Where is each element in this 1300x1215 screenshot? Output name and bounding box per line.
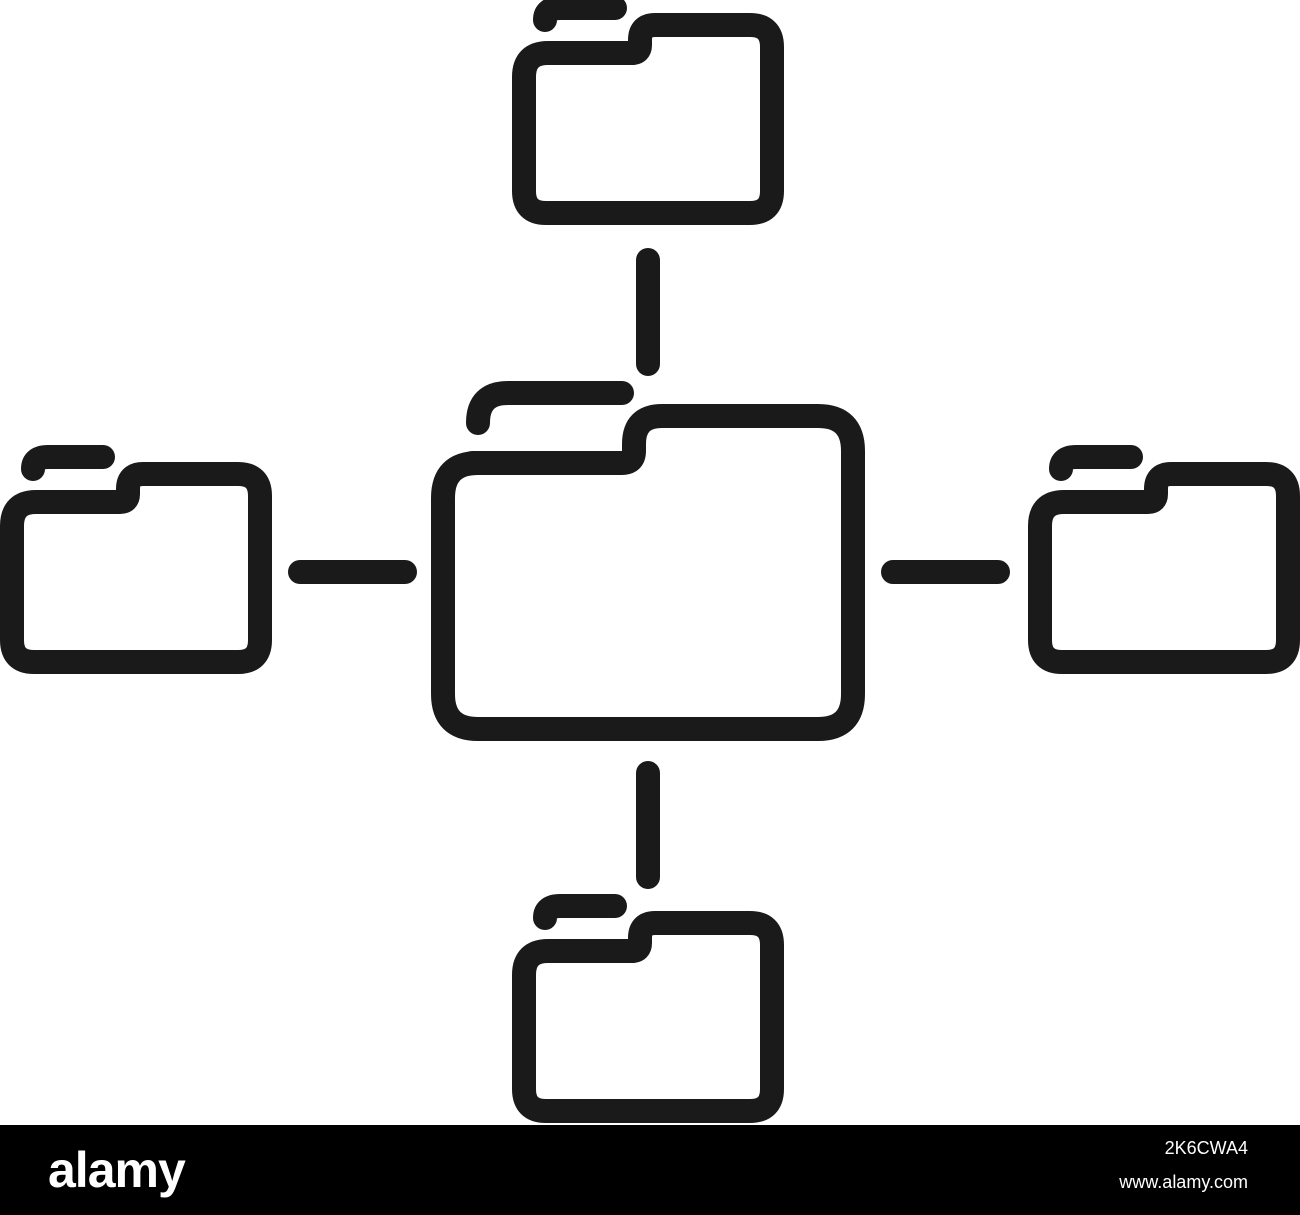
site-url-label: www.alamy.com	[1119, 1172, 1248, 1192]
brand-logo: alamy	[48, 1142, 186, 1198]
center-folder-icon	[431, 381, 865, 741]
image-id-label: 2K6CWA4	[1164, 1138, 1248, 1158]
right-folder-icon	[1028, 445, 1300, 674]
folder-network-diagram	[0, 0, 1300, 1123]
bottom-folder-icon	[512, 894, 784, 1123]
left-folder-icon	[0, 445, 272, 674]
watermark-bar: alamy 2K6CWA4 www.alamy.com	[0, 1125, 1300, 1215]
top-folder-icon	[512, 0, 784, 225]
